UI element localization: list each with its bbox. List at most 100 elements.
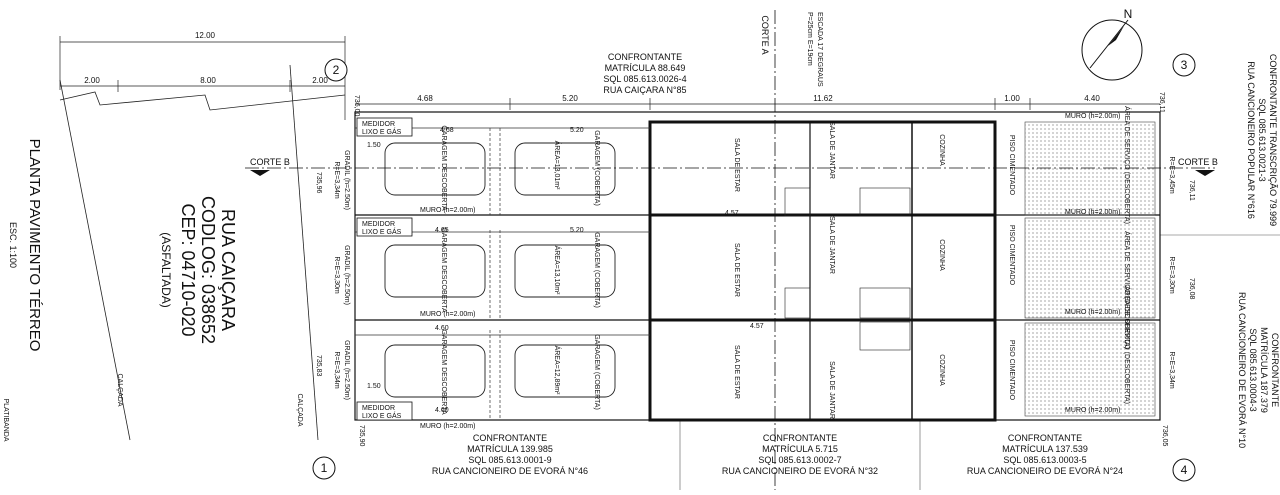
dim-440: 4.40 <box>1084 94 1100 103</box>
stair-note: ESCADA 17 DEGRAUS <box>816 12 823 87</box>
svg-text:SALA DE JANTAR: SALA DE JANTAR <box>828 121 835 179</box>
svg-text:RUA CANCIONEIRO DE EVORÁ N°24: RUA CANCIONEIRO DE EVORÁ N°24 <box>967 466 1123 476</box>
re-5: R=E=3,30m <box>1168 256 1175 294</box>
svg-text:COZINHA: COZINHA <box>938 134 945 166</box>
svg-text:SQL 085.613.0021-3: SQL 085.613.0021-3 <box>1257 98 1267 181</box>
re-4: R=E=3,45m <box>1168 156 1175 194</box>
svg-text:PISO CIMENTADO: PISO CIMENTADO <box>1008 340 1015 401</box>
house-walls <box>648 120 997 422</box>
svg-text:MATRÍCULA 187.379: MATRÍCULA 187.379 <box>1259 327 1269 413</box>
medidor-label-1: MEDIDOR <box>362 121 395 128</box>
medidor-boxes <box>356 117 413 421</box>
neighbor-bottom-1: CONFRONTANTE MATRÍCULA 139.985 SQL 085.6… <box>432 433 588 476</box>
svg-text:MATRÍCULA 88.649: MATRÍCULA 88.649 <box>605 63 686 73</box>
top-dimension-lines <box>59 36 1160 120</box>
muro-label-4: MURO (h=2.00m) <box>1065 113 1120 120</box>
re-1: R=E=3,34m <box>333 161 340 199</box>
level-v3: 736,11 <box>1158 92 1165 113</box>
level-left-b: 735,83 <box>315 355 322 377</box>
svg-text:CORTE A: CORTE A <box>760 15 770 54</box>
dim-520-b: 5.20 <box>570 227 584 234</box>
svg-text:RUA CANCIONEIRO DE EVORÁ N°10: RUA CANCIONEIRO DE EVORÁ N°10 <box>1237 292 1247 448</box>
level-v1: 735,90 <box>358 425 365 447</box>
svg-text:ÁREA DE SERVIÇO (DESCOBERTA): ÁREA DE SERVIÇO (DESCOBERTA) <box>1123 106 1132 224</box>
svg-text:ÁREA DE SERVIÇO (DESCOBERTA): ÁREA DE SERVIÇO (DESCOBERTA) <box>1123 286 1132 404</box>
svg-text:GARAGEM (COBERTA): GARAGEM (COBERTA) <box>593 334 600 410</box>
muro-label-2: MURO (h=2.00m) <box>420 311 475 318</box>
dim-460-b: 4.60 <box>435 407 449 414</box>
svg-text:SALA DE ESTAR: SALA DE ESTAR <box>733 138 740 192</box>
medidor-label-2b: LIXO E GÁS <box>362 227 402 236</box>
muro-label-7: MURO (h=2.00m) <box>1065 407 1120 414</box>
garage-cars <box>384 142 616 398</box>
svg-text:CORTE B: CORTE B <box>1178 157 1218 167</box>
street-name: RUA CAIÇARA <box>218 209 238 331</box>
vertex-1: 1 <box>321 461 328 475</box>
svg-text:SALA DE ESTAR: SALA DE ESTAR <box>733 345 740 399</box>
level-v2: 736,00 <box>353 95 360 117</box>
level-v4: 736,05 <box>1161 425 1168 447</box>
svg-text:SQL 085.613.0002-7: SQL 085.613.0002-7 <box>758 455 841 465</box>
svg-text:RUA CANCIONEIRO POPULAR N°616: RUA CANCIONEIRO POPULAR N°616 <box>1246 61 1256 219</box>
svg-text:GARAGEM (COBERTA): GARAGEM (COBERTA) <box>593 232 600 308</box>
svg-text:SQL 085.613.0026-4: SQL 085.613.0026-4 <box>603 74 686 84</box>
level-right-a: 736,11 <box>1188 180 1195 201</box>
neighbor-top-left: CONFRONTANTE MATRÍCULA 88.649 SQL 085.61… <box>603 52 686 95</box>
medidor-label-3b: LIXO E GÁS <box>362 411 402 420</box>
garage-lines <box>355 127 650 420</box>
svg-text:CONFRONTANTE: CONFRONTANTE <box>1270 333 1280 407</box>
stairs <box>784 187 911 351</box>
street-paving: (ASFALTADA) <box>159 232 173 308</box>
dim-457-b: 4.57 <box>750 323 764 330</box>
neighbor-right-bottom: CONFRONTANTE MATRÍCULA 187.379 SQL 085.6… <box>1237 292 1280 448</box>
dim-460-a: 4.60 <box>435 325 449 332</box>
svg-text:COZINHA: COZINHA <box>938 239 945 271</box>
svg-text:SQL 085.613.0004-3: SQL 085.613.0004-3 <box>1248 328 1258 411</box>
dim-520-inner: 5.20 <box>570 127 584 134</box>
medidor-label-2: MEDIDOR <box>362 221 395 228</box>
service-areas <box>1024 121 1156 417</box>
level-right-b: 736,08 <box>1188 278 1195 300</box>
area-unit-1: ÁREA=13,01m² <box>553 141 562 190</box>
sidewalk-label-2: CALÇADA <box>296 393 303 426</box>
street-codlog: CODLOG: 038652 <box>198 196 218 344</box>
dim-465: 4.65 <box>435 227 449 234</box>
svg-text:SALA DE ESTAR: SALA DE ESTAR <box>733 243 740 297</box>
svg-text:SQL 085.613.0003-5: SQL 085.613.0003-5 <box>1003 455 1086 465</box>
vertex-3: 3 <box>1181 58 1188 72</box>
svg-text:CONFRONTANTE: CONFRONTANTE <box>763 433 837 443</box>
re-3: R=E=3,34m <box>333 351 340 389</box>
svg-text:ÁREA DE SERVIÇO (DESCOBERTA): ÁREA DE SERVIÇO (DESCOBERTA) <box>1123 231 1132 349</box>
re-6: R=E=3,34m <box>1168 351 1175 389</box>
dim-150-b: 1.50 <box>367 383 381 390</box>
gradil-2: GRADIL (h=2.50m) <box>343 245 350 305</box>
dim-total: 12.00 <box>195 31 216 40</box>
gradil-1: GRADIL (h=2.50m) <box>343 150 350 210</box>
dim-468-inner: 4.68 <box>440 127 454 134</box>
svg-text:CONFRONTANTE: CONFRONTANTE <box>473 433 547 443</box>
neighbor-bottom-2: CONFRONTANTE MATRÍCULA 5.715 SQL 085.613… <box>722 433 878 476</box>
stair-note-2: P=25cm E=19cm <box>806 12 813 66</box>
svg-text:MATRÍCULA 139.985: MATRÍCULA 139.985 <box>467 444 553 454</box>
svg-text:CONFRONTANTE TRANSCRIÇÃO 79.99: CONFRONTANTE TRANSCRIÇÃO 79.999 <box>1268 54 1278 226</box>
svg-text:CONFRONTANTE: CONFRONTANTE <box>608 52 682 62</box>
svg-text:RUA CAIÇARA N°85: RUA CAIÇARA N°85 <box>603 85 686 95</box>
vertex-4: 4 <box>1181 463 1188 477</box>
section-corte-b: CORTE B CORTE B <box>245 157 1218 176</box>
svg-text:SALA DE JANTAR: SALA DE JANTAR <box>828 216 835 274</box>
svg-text:CONFRONTANTE: CONFRONTANTE <box>1008 433 1082 443</box>
svg-text:MATRÍCULA 5.715: MATRÍCULA 5.715 <box>762 444 838 454</box>
north-arrow-icon <box>1081 19 1143 81</box>
dim-mid-800: 8.00 <box>200 76 216 85</box>
muro-label-1: MURO (h=2.00m) <box>420 207 475 214</box>
dim-right-200: 2.00 <box>312 76 328 85</box>
dim-468: 4.68 <box>417 94 433 103</box>
north-label: N <box>1124 7 1133 21</box>
dim-left-200: 2.00 <box>84 76 100 85</box>
plan-scale: ESC. 1:100 <box>8 222 18 268</box>
svg-text:MATRÍCULA 137.539: MATRÍCULA 137.539 <box>1002 444 1088 454</box>
muro-label-3: MURO (h=2.00m) <box>420 423 475 430</box>
street-cep: CEP: 04710-020 <box>178 203 198 336</box>
dim-100: 1.00 <box>1004 94 1020 103</box>
